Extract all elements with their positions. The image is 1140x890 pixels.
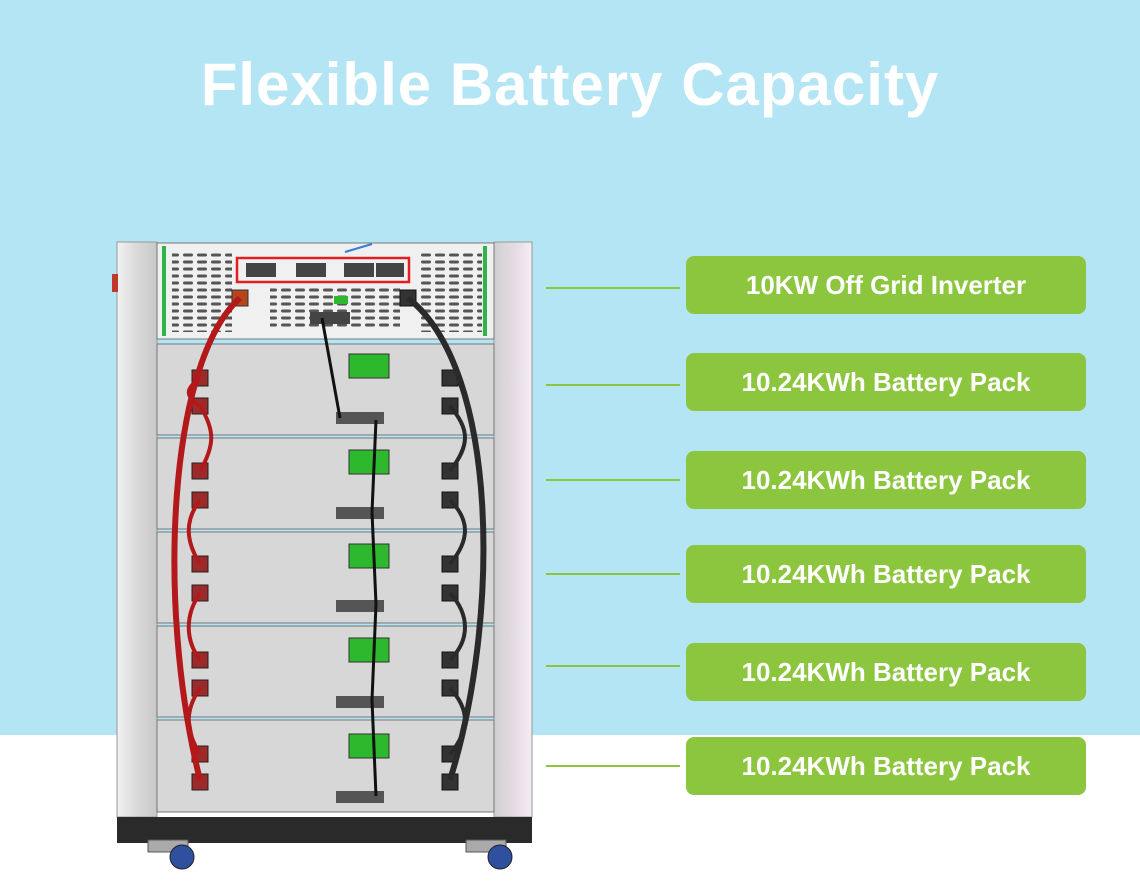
left-wheel: [147, 839, 195, 870]
connector-line: [546, 384, 680, 386]
inverter-port-highlight: [235, 256, 411, 284]
page-title: Flexible Battery Capacity: [200, 51, 940, 118]
connector-line: [546, 287, 680, 289]
label-battery-pack-1: 10.24KWh Battery Pack: [686, 353, 1086, 411]
label-battery-pack-4: 10.24KWh Battery Pack: [686, 643, 1086, 701]
communication-cable: [320, 317, 378, 797]
breaker-switch: [112, 274, 118, 292]
label-battery-pack-2: 10.24KWh Battery Pack: [686, 451, 1086, 509]
positive-main-cable: [171, 295, 242, 781]
left-side-panel: [116, 241, 158, 818]
connector-line: [546, 479, 680, 481]
battery-module-1: [156, 343, 495, 436]
connector-line: [546, 573, 680, 575]
right-side-panel: [493, 241, 533, 818]
connector-line: [546, 665, 680, 667]
negative-main-cable: [406, 295, 487, 781]
inverter-module: [156, 242, 495, 340]
connector-line: [546, 765, 680, 767]
label-battery-pack-3: 10.24KWh Battery Pack: [686, 545, 1086, 603]
battery-module-4: [156, 625, 495, 718]
battery-module-5: [156, 719, 495, 813]
right-wheel: [465, 839, 513, 870]
rack-base: [117, 817, 532, 843]
label-inverter: 10KW Off Grid Inverter: [686, 256, 1086, 314]
battery-module-2: [156, 437, 495, 530]
label-battery-pack-5: 10.24KWh Battery Pack: [686, 737, 1086, 795]
battery-module-3: [156, 531, 495, 624]
